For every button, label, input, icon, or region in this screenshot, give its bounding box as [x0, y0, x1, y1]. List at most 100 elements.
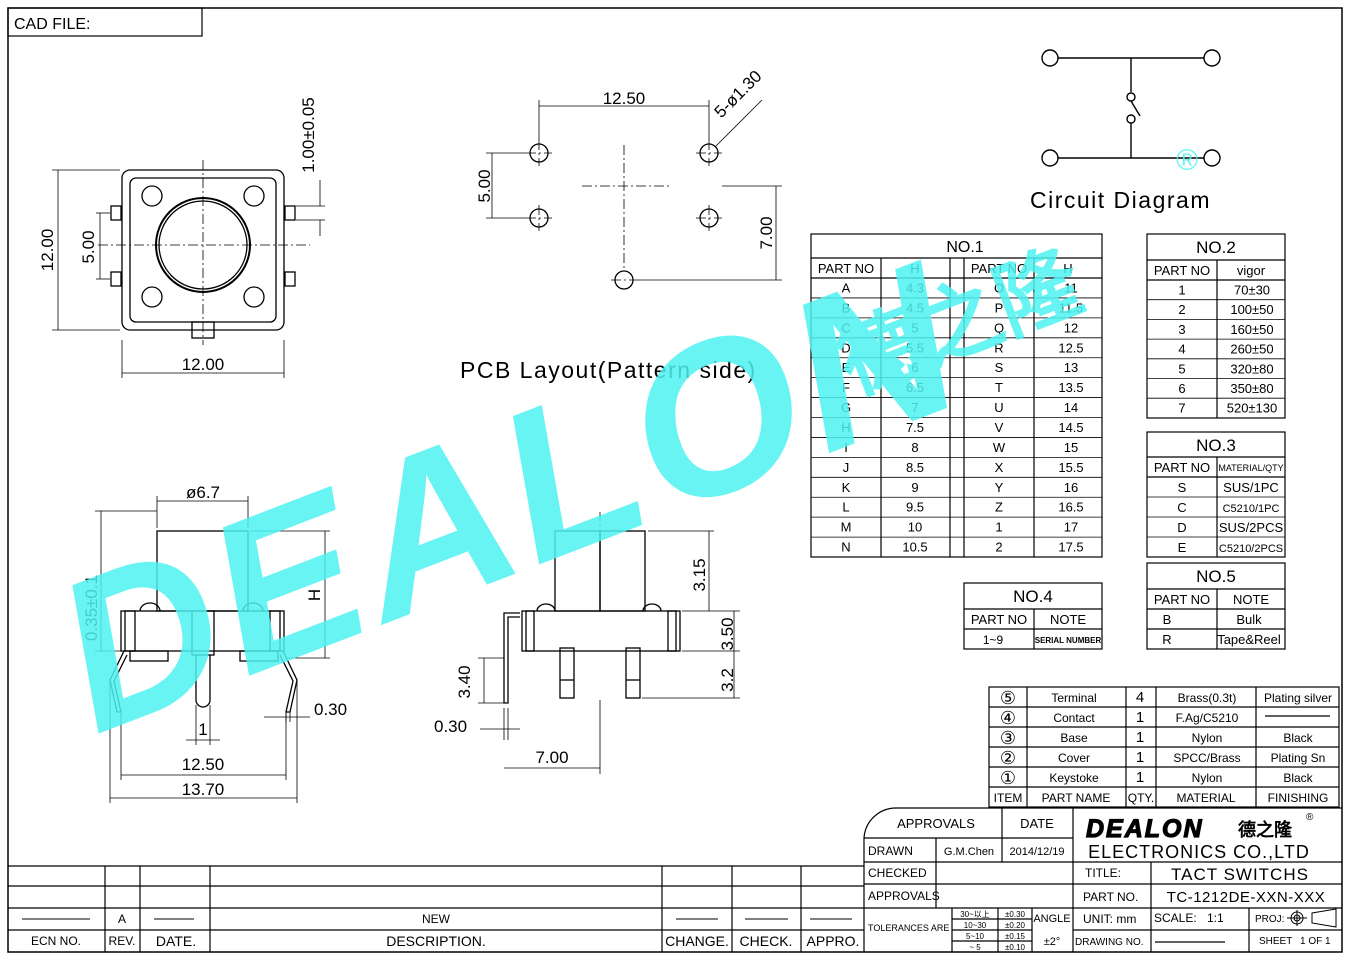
table-no1-title: NO.1 [946, 239, 983, 256]
checked-label: CHECKED [868, 866, 927, 880]
table-no1-cell: 16 [1064, 480, 1078, 495]
side-lead-dim: 0.30 [314, 700, 347, 719]
bom-cell: ① [1000, 768, 1016, 788]
side-pitch-dim: 12.50 [182, 755, 225, 774]
revision-header: APPRO. [807, 933, 860, 949]
table-no5-title: NO.5 [1196, 567, 1236, 586]
table-no1-header: PART NO [818, 261, 874, 276]
table-no1-cell: 15.5 [1058, 460, 1083, 475]
table-no5-cell: Tape&Reel [1217, 632, 1281, 647]
table-no1-cell: Z [995, 500, 1003, 515]
revision-header: DESCRIPTION. [386, 933, 486, 949]
bom-header: ITEM [994, 791, 1023, 805]
right-lead-dim: 3.2 [718, 668, 737, 692]
top-pin-span-dim: 5.00 [79, 230, 98, 263]
table-no5-header: NOTE [1233, 592, 1269, 607]
table-no1-header: H [910, 261, 919, 276]
company-name: ELECTRONICS CO.,LTD [1088, 842, 1310, 862]
side-h-dim: H [305, 589, 324, 601]
table-no5-cell: Bulk [1236, 612, 1262, 627]
table-no1-cell: W [993, 440, 1006, 455]
table-no3-header: PART NO [1154, 460, 1210, 475]
bom-cell: ③ [1000, 728, 1016, 748]
table-no1-cell: I [844, 440, 848, 455]
circuit-diagram [1041, 49, 1221, 167]
top-view [52, 160, 325, 378]
right-body-dim: 3.50 [718, 617, 737, 650]
bom-cell: Cover [1058, 751, 1090, 765]
table-no1-cell: 10.5 [902, 540, 927, 555]
right-width-dim: 7.00 [535, 748, 568, 767]
table-no1-cell: 15 [1064, 440, 1078, 455]
table-no2-cell: 5 [1178, 361, 1185, 376]
revision-description: NEW [422, 912, 451, 926]
table-no1-cell: 17 [1064, 520, 1078, 535]
table-no3-cell: E [1178, 540, 1187, 555]
company-logo: DEALON 德之隆 ® [1085, 812, 1314, 844]
bom-cell: 1 [1136, 769, 1144, 786]
tolerance-value: ±0.20 [1005, 921, 1026, 930]
approvals2-label: APPROVALS [868, 889, 940, 903]
tolerance-value: ±0.30 [1005, 910, 1026, 919]
pcb-offset-dim: 7.00 [757, 216, 776, 249]
watermark-text: DEALON [25, 215, 992, 778]
table-no2-cell: 100±50 [1230, 302, 1273, 317]
sheet-border [7, 7, 1343, 953]
bom-cell: ② [1000, 748, 1016, 768]
scale-label: SCALE: [1154, 911, 1197, 925]
revision-header: CHANGE. [665, 933, 729, 949]
table-no3-header: MATERIAL/QTY [1218, 463, 1283, 473]
bom-cell: 4 [1136, 689, 1144, 706]
table-no5-header: PART NO [1154, 592, 1210, 607]
cad-file-label: CAD FILE: [14, 16, 90, 33]
table-no1-cell: G [841, 400, 851, 415]
table-no1-cell: P [995, 300, 1004, 315]
table-no1-cell: D [841, 340, 850, 355]
partno-label: PART NO. [1083, 890, 1138, 904]
pcb-horiz-dim: 12.50 [603, 89, 646, 108]
bom-cell: 1 [1136, 729, 1144, 746]
top-width-dim: 12.00 [182, 355, 225, 374]
bom-cell: SPCC/Brass [1173, 751, 1240, 765]
table-no2-cell: 260±50 [1230, 342, 1273, 357]
side-pin-dim: 1 [198, 720, 207, 739]
bom-cell: Nylon [1192, 731, 1223, 745]
bom-cell: Black [1283, 731, 1313, 745]
bom-cell: ⑤ [1000, 688, 1016, 708]
table-no3-cell: C5210/1PC [1223, 503, 1280, 515]
tolerance-range: ~ 5 [969, 943, 981, 952]
table-no4: NO.4 PART NO NOTE 1~9 SERIAL NUMBER [963, 582, 1103, 650]
table-no2-cell: 1 [1178, 283, 1185, 298]
table-no1-cell: 9 [911, 480, 918, 495]
angle-value: ±2° [1044, 936, 1061, 948]
table-no1-cell: 13.5 [1058, 380, 1083, 395]
circuit-title: Circuit Diagram [1030, 187, 1211, 213]
table-no2-cell: 3 [1178, 322, 1185, 337]
title-label: TITLE: [1085, 866, 1121, 880]
table-no1-cell: 11 [1064, 281, 1078, 296]
table-no2-cell: 6 [1178, 381, 1185, 396]
pcb-layout [486, 99, 782, 290]
table-no4-cell: 1~9 [983, 633, 1004, 647]
table-no1-cell: 8 [911, 440, 918, 455]
projection-symbol-icon [1287, 908, 1337, 928]
cad-file-box [7, 7, 203, 37]
table-no1-header: H [1063, 261, 1072, 276]
table-no2-cell: 520±130 [1227, 401, 1278, 416]
drawn-by: G.M.Chen [944, 846, 994, 858]
table-no1-cell: 5 [911, 320, 918, 335]
title-block: APPROVALS DATE DRAWN G.M.Chen 2014/12/19… [863, 807, 1342, 952]
table-no1-cell: L [842, 500, 849, 515]
proj-label: PROJ: [1255, 914, 1284, 925]
table-no1-cell: 7 [911, 400, 918, 415]
company-logo-cn: 德之隆 [1238, 819, 1293, 840]
table-no4-header: NOTE [1050, 612, 1086, 627]
table-no1-cell: 11.5 [1059, 300, 1083, 315]
table-no1-cell: J [843, 460, 850, 475]
table-no2-header: PART NO [1154, 263, 1210, 278]
tolerances-label: TOLERANCES ARE [868, 923, 949, 933]
bom-cell: F.Ag/C5210 [1176, 711, 1239, 725]
